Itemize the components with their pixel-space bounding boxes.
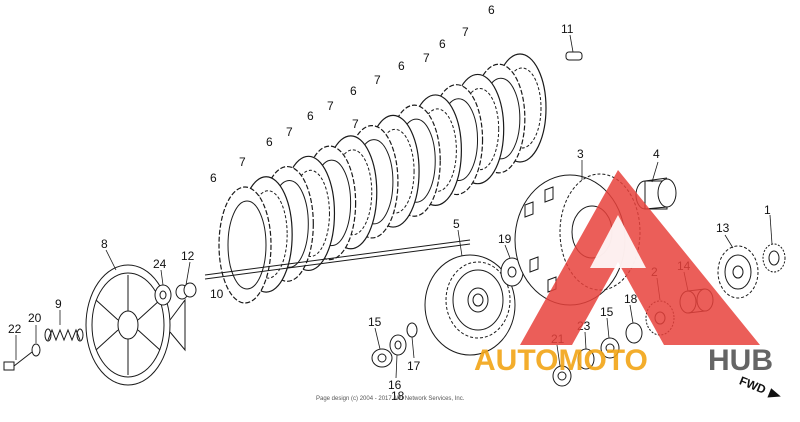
lock-nut-15 <box>371 348 393 368</box>
callout-13: 13 <box>716 221 730 235</box>
callout-6: 6 <box>210 171 217 185</box>
callout-7: 7 <box>374 73 381 87</box>
callout-6: 6 <box>398 59 405 73</box>
callout-4: 4 <box>653 147 660 161</box>
thrust-washer-19 <box>500 257 524 287</box>
bearing-24 <box>154 284 172 306</box>
callout-6: 6 <box>488 3 495 17</box>
callout-24: 24 <box>153 257 167 271</box>
callout-1: 1 <box>764 203 771 217</box>
callout-7: 7 <box>239 155 246 169</box>
fwd-label: FWD <box>737 374 768 397</box>
nut-15b <box>600 337 620 359</box>
callout-6: 6 <box>266 135 273 149</box>
callout-15: 15 <box>368 315 382 329</box>
pressure-plate <box>85 264 186 386</box>
watermark-word-part1: AUTOMOTO <box>474 344 648 377</box>
callout-5: 5 <box>453 217 460 231</box>
callout-12: 12 <box>181 249 195 263</box>
callout-22: 22 <box>8 322 22 336</box>
push-rod <box>204 239 471 280</box>
callout-8: 8 <box>101 237 108 251</box>
lock-washer-16 <box>389 334 407 356</box>
callout-18: 18 <box>624 292 638 306</box>
friction-disc <box>218 186 272 304</box>
fwd-arrow-icon <box>767 388 781 398</box>
clutch-plate-stack <box>218 53 547 304</box>
bolt <box>3 351 33 371</box>
clutch-center <box>424 254 516 356</box>
callout-11: 11 <box>561 22 574 36</box>
callout-17: 17 <box>407 359 421 373</box>
callout-18: 18 <box>391 389 405 403</box>
callout-7: 7 <box>327 99 334 113</box>
callout-7: 7 <box>352 117 359 131</box>
dowel-pin <box>565 51 583 61</box>
callout-6: 6 <box>350 84 357 98</box>
fwd-indicator: FWD <box>737 374 781 398</box>
callout-6: 6 <box>439 37 446 51</box>
callout-6: 6 <box>307 109 314 123</box>
lifter-piece <box>175 282 197 300</box>
callout-19: 19 <box>498 232 512 246</box>
collar-1 <box>762 243 786 273</box>
gear-13 <box>717 245 759 299</box>
callout-10: 10 <box>210 287 224 301</box>
copyright-text: Page design (c) 2004 - 2017 ARI Network … <box>316 396 465 402</box>
callout-7: 7 <box>423 51 430 65</box>
clutch-spring <box>44 328 84 342</box>
callout-9: 9 <box>55 297 62 311</box>
callout-15: 15 <box>600 305 614 319</box>
callout-3: 3 <box>577 147 584 161</box>
nut-21 <box>552 365 572 387</box>
callout-16: 16 <box>388 378 402 392</box>
watermark-logo: AUTOMOTO HUB <box>474 170 773 377</box>
callout-7: 7 <box>286 125 293 139</box>
watermark-word-part2: HUB <box>708 344 773 377</box>
callout-7: 7 <box>462 25 469 39</box>
spring-washer-17 <box>406 322 418 338</box>
washer-20 <box>31 343 41 357</box>
washer-18 <box>625 322 643 344</box>
callout-20: 20 <box>28 311 42 325</box>
